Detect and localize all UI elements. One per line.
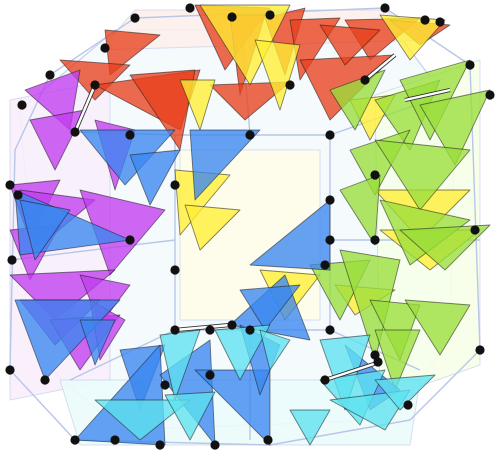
vertex-5 [420, 15, 430, 25]
connector-links [73, 53, 451, 382]
facet-cyan-75 [164, 391, 216, 441]
vertex-19 [485, 90, 495, 100]
edge-6 [9, 369, 76, 441]
vertex-0 [130, 13, 140, 23]
vertex-44 [320, 375, 330, 385]
facet-yellow-16 [179, 79, 216, 131]
facet-cyan-67 [159, 329, 201, 401]
vertex-21 [13, 190, 23, 200]
facet-cyan-66 [94, 399, 191, 441]
facet-green-28 [374, 139, 471, 211]
vertex-33 [170, 325, 180, 335]
facet-cyan-73 [329, 389, 411, 431]
link-1 [364, 54, 396, 81]
facet-green-35 [404, 299, 471, 356]
facet-cyan-70 [289, 409, 331, 446]
facet-purple-39 [29, 109, 86, 171]
facet-yellow-18 [184, 204, 241, 251]
vertex-17 [245, 130, 255, 140]
vertex-23 [125, 235, 135, 245]
vertex-18 [325, 130, 335, 140]
vertex-6 [435, 17, 445, 27]
facet-green-37 [329, 69, 386, 131]
vertex-1 [185, 3, 195, 13]
vertex-15 [125, 130, 135, 140]
vertex-22 [7, 255, 17, 265]
facet-blue-55 [249, 199, 331, 271]
vertex-7 [100, 43, 110, 53]
vertex-12 [465, 60, 475, 70]
vertex-39 [110, 435, 120, 445]
vertex-40 [155, 440, 165, 450]
facet-green-26 [419, 89, 491, 166]
link-2 [324, 360, 381, 382]
facet-blue-59 [79, 319, 116, 366]
vertex-46 [403, 400, 413, 410]
vertex-10 [285, 80, 295, 90]
facet-green-29 [339, 174, 381, 246]
facet-red-11 [319, 24, 381, 66]
facet-blue-57 [239, 284, 301, 331]
vertex-4 [380, 3, 390, 13]
vertex-37 [40, 375, 50, 385]
facet-green-36 [374, 329, 421, 391]
vertex-24 [170, 265, 180, 275]
vertex-2 [227, 12, 237, 22]
vertex-9 [90, 80, 100, 90]
facet-cyan-74 [374, 374, 436, 411]
colored-facets [9, 4, 491, 446]
edge-0 [49, 17, 136, 76]
vertex-25 [325, 195, 335, 205]
vertex-49 [160, 380, 170, 390]
facet-blue-52 [189, 129, 261, 201]
facet-yellow-15 [379, 14, 446, 61]
facet-blue-63 [194, 369, 271, 446]
facet-red-9 [129, 69, 196, 151]
vertex-34 [325, 325, 335, 335]
vertex-markers [5, 3, 495, 450]
facet-cyan-68 [214, 324, 271, 381]
vertex-43 [263, 435, 273, 445]
vertex-8 [45, 70, 55, 80]
edge-3 [409, 349, 481, 421]
vertex-29 [470, 225, 480, 235]
vertex-20 [5, 180, 15, 190]
link-3 [174, 323, 231, 332]
vertex-35 [370, 350, 380, 360]
vertex-27 [370, 170, 380, 180]
vertex-41 [205, 325, 215, 335]
vertex-16 [170, 180, 180, 190]
facet-blue-54 [19, 199, 71, 261]
vertex-28 [370, 235, 380, 245]
vertex-32 [227, 320, 237, 330]
vertex-47 [205, 370, 215, 380]
vertex-31 [475, 345, 485, 355]
vertex-14 [70, 127, 80, 137]
facet-yellow-14 [254, 39, 301, 111]
link-4 [404, 88, 451, 102]
vertex-45 [373, 357, 383, 367]
vertex-30 [320, 260, 330, 270]
vertex-48 [245, 325, 255, 335]
vertex-42 [210, 440, 220, 450]
vertex-3 [265, 10, 275, 20]
facet-green-31 [399, 224, 491, 271]
vertex-26 [325, 235, 335, 245]
vertex-11 [360, 75, 370, 85]
facet-cyan-69 [259, 329, 291, 371]
facet-blue-51 [129, 149, 181, 206]
vertex-36 [5, 365, 15, 375]
link-0 [73, 84, 97, 133]
vertex-38 [70, 435, 80, 445]
vertex-13 [17, 100, 27, 110]
